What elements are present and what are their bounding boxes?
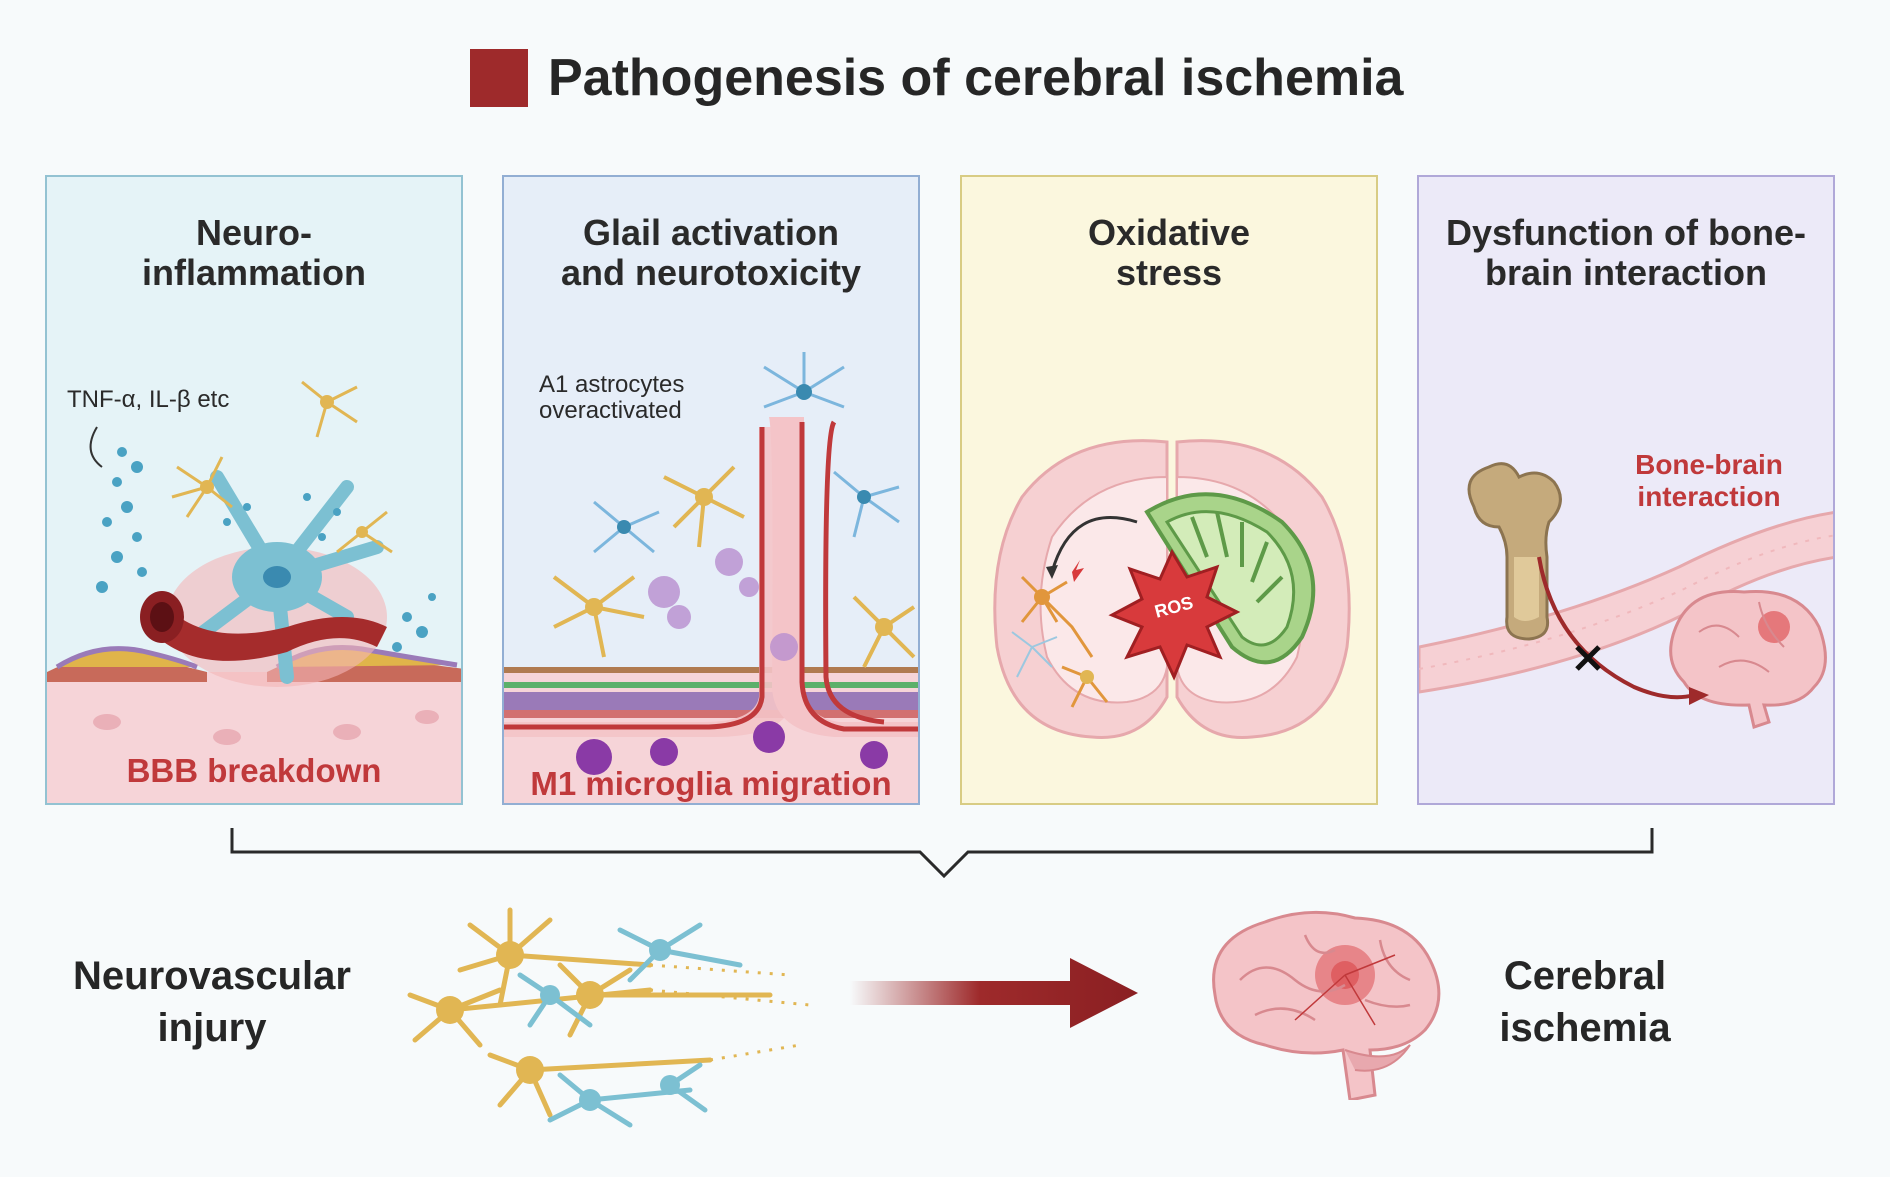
bone-brain-illustration xyxy=(1419,462,1833,729)
panel-glial-activation: Glail activation and neurotoxicity xyxy=(502,175,920,805)
bbb-breakdown-illustration xyxy=(47,380,461,803)
arrow-right-icon xyxy=(850,958,1138,1028)
glial-activation-illustration xyxy=(504,352,918,803)
neurovascular-injury-label: Neurovascular injury xyxy=(73,954,351,1050)
brain-icon xyxy=(1212,910,1441,1100)
panel-neuroinflammation: Neuro- inflammation xyxy=(45,175,463,805)
panel-title: Glail activation and neurotoxicity xyxy=(560,212,862,293)
arrow-right-icon xyxy=(1537,556,1695,700)
neuron-icon xyxy=(190,470,384,684)
astrocyte-icon xyxy=(552,465,916,668)
panel-title: Neuro- inflammation xyxy=(141,212,366,293)
neuron-cluster-icon xyxy=(407,907,811,1128)
cytokine-label: TNF-α, IL-β etc xyxy=(67,386,230,413)
microglia-migration-label: M1 microglia migration xyxy=(530,765,892,802)
microglia-icon xyxy=(576,721,888,775)
title-text: Pathogenesis of cerebral ischemia xyxy=(548,49,1404,107)
panel-title: Dysfunction of bone- brain interaction xyxy=(1446,212,1806,293)
ros-burst-icon xyxy=(1108,548,1241,681)
title-swatch-icon xyxy=(470,49,528,107)
cerebral-ischemia-label: Cerebral ischemia xyxy=(1499,954,1671,1050)
figure-title: Pathogenesis of cerebral ischemia xyxy=(470,48,1403,108)
panel-bone-brain: Dysfunction of bone- brain interaction B… xyxy=(1417,175,1835,805)
mitochondrion-icon xyxy=(1144,492,1316,665)
bone-brain-label: Bone-brain interaction xyxy=(1635,449,1783,512)
glia-icon xyxy=(593,352,900,554)
cytokine-dots xyxy=(96,447,436,652)
panel-title: Oxidative stress xyxy=(1087,212,1251,293)
blood-vessel-icon xyxy=(504,417,918,737)
brain-icon xyxy=(1669,589,1827,729)
astrocyte-label: A1 astrocytes overactivated xyxy=(539,371,685,424)
panel-oxidative-stress: Oxidative stress ROS xyxy=(960,175,1378,805)
blood-vessel-icon xyxy=(140,591,387,661)
oxidative-stress-illustration xyxy=(993,439,1351,739)
bbb-breakdown-label: BBB breakdown xyxy=(126,752,382,789)
bone-icon xyxy=(1467,462,1562,641)
